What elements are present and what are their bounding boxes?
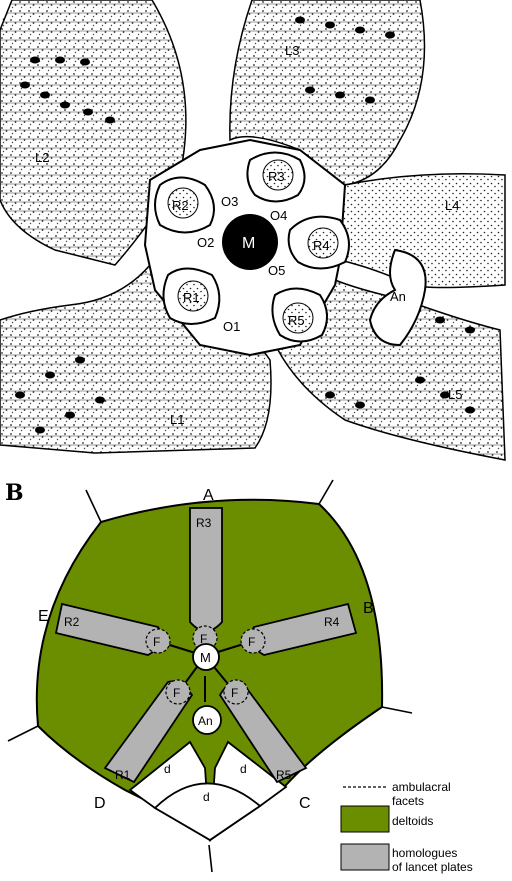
- radial-plate-r5: R5: [271, 287, 328, 343]
- label-a-o1: O1: [223, 319, 240, 334]
- radial-plate-r1: R1: [162, 267, 221, 325]
- label-a-r3: R3: [268, 169, 285, 184]
- legend-label-lancet-2: of lancet plates: [392, 860, 473, 874]
- label-b-anus: An: [198, 714, 213, 728]
- label-a-l2: L2: [35, 150, 49, 165]
- legend-item-deltoids: deltoids: [340, 805, 433, 833]
- radial-plate-r4: R4: [287, 215, 350, 270]
- ray-letter-e: E: [38, 608, 49, 625]
- label-b-r5: R5: [276, 768, 292, 782]
- pore-rows: [15, 16, 475, 434]
- label-a-mouth: M: [242, 235, 255, 252]
- label-b-facet-b: F: [248, 635, 255, 649]
- ray-letter-c: C: [299, 795, 311, 812]
- facet-e: F: [145, 628, 171, 654]
- legend-label-deltoids: deltoids: [392, 814, 433, 828]
- label-a-r4: R4: [313, 238, 330, 253]
- label-b-facet-e: F: [153, 635, 160, 649]
- outer-spokes: [7, 479, 413, 873]
- label-a-o3: O3: [221, 194, 238, 209]
- label-b-deltoid-bottom: d: [203, 790, 210, 804]
- radial-plate-r2: R2: [154, 176, 215, 234]
- lancet-plate-l4: [339, 173, 506, 289]
- ray-letter-d: D: [94, 795, 106, 812]
- label-a-l1: L1: [170, 412, 184, 427]
- label-b-mouth: M: [200, 650, 211, 665]
- legend-item-ambulacral: ambulacral facets: [343, 780, 451, 808]
- legend-swatch-deltoids: [340, 805, 390, 833]
- ray-letter-a: A: [203, 487, 214, 504]
- legend: ambulacral facets deltoids homologues of…: [340, 780, 473, 874]
- mouth: [222, 214, 278, 270]
- label-b-facet-c: F: [231, 686, 238, 700]
- anal-opening: [368, 248, 427, 347]
- radial-plate-r3: R3: [246, 151, 306, 203]
- panel-b-letter: B: [5, 480, 24, 506]
- ray-letter-b: B: [363, 600, 374, 617]
- facet-b: F: [240, 628, 266, 654]
- facet-a: F: [192, 625, 218, 651]
- panel-b: B R3 R2: [5, 479, 413, 873]
- deltoid-bottom: [153, 782, 262, 842]
- label-a-r2: R2: [172, 198, 189, 213]
- label-a-r1: R1: [183, 290, 200, 305]
- label-b-deltoid-right: d: [240, 762, 247, 776]
- facet-c: F: [223, 679, 249, 705]
- legend-label-ambulacral-2: facets: [392, 794, 424, 808]
- anus-b: [192, 705, 222, 735]
- legend-label-ambulacral-1: ambulacral: [392, 780, 451, 794]
- label-a-l3: L3: [285, 43, 299, 58]
- label-a-anus: An: [390, 289, 406, 304]
- label-a-o5: O5: [268, 263, 285, 278]
- legend-item-lancet: homologues of lancet plates: [340, 843, 473, 874]
- mouth-b: [192, 643, 220, 671]
- legend-swatch-lancet: [340, 843, 390, 871]
- label-a-l5: L5: [448, 387, 462, 402]
- label-b-r4: R4: [324, 615, 340, 629]
- label-a-o2: O2: [197, 235, 214, 250]
- label-b-deltoid-left: d: [164, 762, 171, 776]
- label-a-r5: R5: [288, 313, 305, 328]
- facet-d: F: [165, 679, 191, 705]
- label-a-o4: O4: [270, 208, 287, 223]
- lancet-band-r3: R3: [189, 507, 223, 632]
- label-b-facet-d: F: [173, 686, 180, 700]
- label-a-l4: L4: [445, 198, 459, 213]
- label-b-facet-a: F: [200, 632, 207, 646]
- label-b-r3: R3: [196, 516, 212, 530]
- panel-a: A R2 R3: [0, 0, 506, 461]
- label-b-r2: R2: [64, 615, 80, 629]
- legend-label-lancet-1: homologues: [392, 846, 457, 860]
- label-b-r1: R1: [115, 768, 131, 782]
